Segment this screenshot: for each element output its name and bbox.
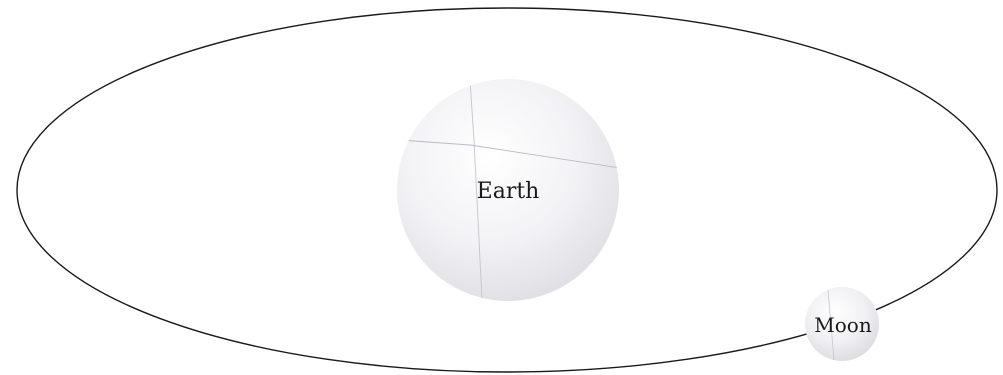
moon-label: Moon <box>814 313 872 337</box>
earth-label: Earth <box>477 179 540 204</box>
moon: Moon <box>805 287 879 361</box>
earth: Earth <box>397 79 620 301</box>
